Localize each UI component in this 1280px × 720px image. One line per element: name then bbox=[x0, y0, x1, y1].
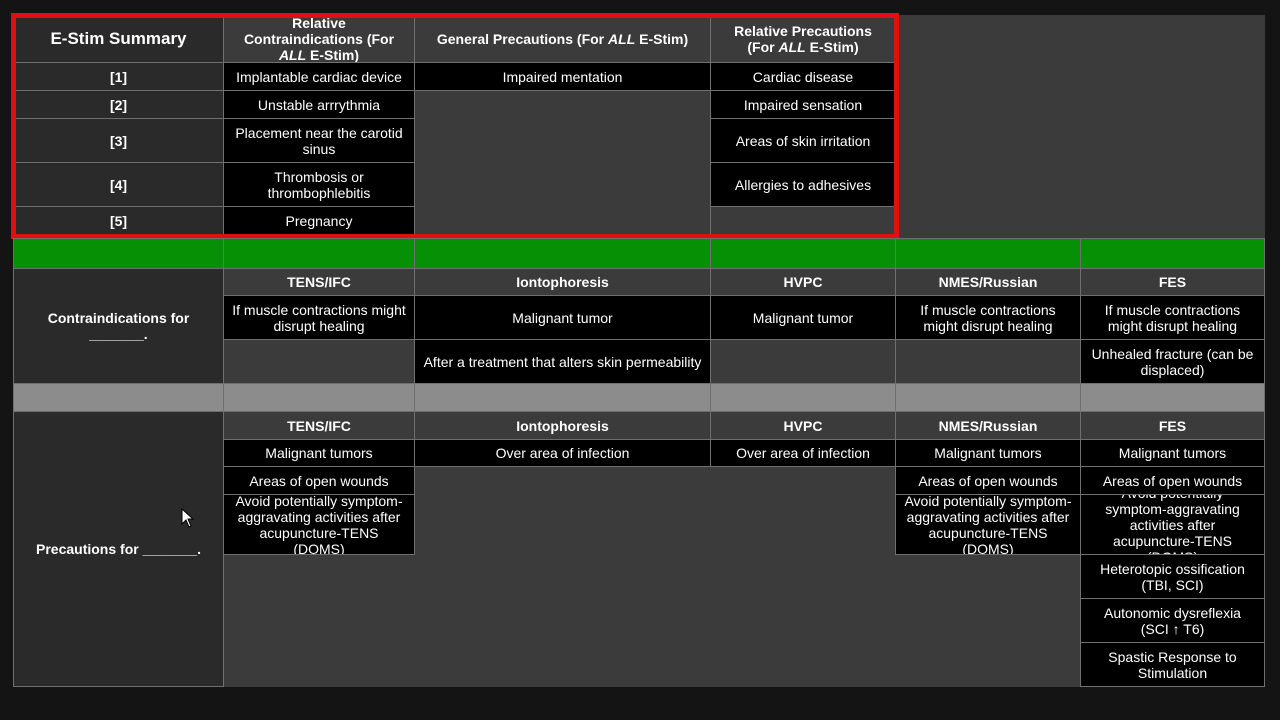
summary-title: E-Stim Summary bbox=[13, 15, 224, 63]
prec-fes-2: Areas of open wounds bbox=[1080, 466, 1265, 495]
mouse-pointer-icon bbox=[181, 508, 195, 528]
rel-prec-3: Areas of skin irritation bbox=[710, 118, 896, 163]
gray-band-cell bbox=[13, 383, 224, 412]
row-number-5: [5] bbox=[13, 206, 224, 236]
rel-contra-1: Implantable cardiac device bbox=[223, 62, 415, 91]
contra-header-fes: FES bbox=[1080, 268, 1265, 296]
contra-hvpc-2 bbox=[710, 339, 896, 384]
contra-header-nmes: NMES/Russian bbox=[895, 268, 1081, 296]
prec-header-iontophoresis: Iontophoresis bbox=[414, 411, 711, 440]
rel-contra-4: Thrombosis or thrombophlebitis bbox=[223, 162, 415, 207]
rel-contra-2: Unstable arrrythmia bbox=[223, 90, 415, 119]
prec-ionto-1: Over area of infection bbox=[414, 439, 711, 467]
prec-fes-1: Malignant tumors bbox=[1080, 439, 1265, 467]
header-general-precautions: General Precautions (For ALL E-Stim) bbox=[414, 15, 711, 63]
prec-nmes-2: Areas of open wounds bbox=[895, 466, 1081, 495]
prec-nmes-1: Malignant tumors bbox=[895, 439, 1081, 467]
row-number-3: [3] bbox=[13, 118, 224, 163]
green-band-cell bbox=[710, 238, 896, 269]
row-number-2: [2] bbox=[13, 90, 224, 119]
prec-fes-4: Heterotopic ossification (TBI, SCI) bbox=[1080, 554, 1265, 599]
header-relative-precautions: Relative Precautions (For ALL E-Stim) bbox=[710, 15, 896, 63]
contra-ionto-2: After a treatment that alters skin perme… bbox=[414, 339, 711, 384]
gray-band-cell bbox=[710, 383, 896, 412]
gray-band-cell bbox=[414, 383, 711, 412]
contra-fes-1: If muscle contractions might disrupt hea… bbox=[1080, 295, 1265, 340]
rel-contra-3: Placement near the carotid sinus bbox=[223, 118, 415, 163]
contra-header-tens: TENS/IFC bbox=[223, 268, 415, 296]
rel-prec-4: Allergies to adhesives bbox=[710, 162, 896, 207]
contra-hvpc-1: Malignant tumor bbox=[710, 295, 896, 340]
prec-header-nmes: NMES/Russian bbox=[895, 411, 1081, 440]
header-relative-contraindications-text: Relative Contraindications (For ALL E-St… bbox=[243, 15, 395, 63]
contra-tens-2 bbox=[223, 339, 415, 384]
prec-fes-3: Avoid potentially symptom-aggravating ac… bbox=[1080, 494, 1265, 555]
prec-header-hvpc: HVPC bbox=[710, 411, 896, 440]
contra-header-hvpc: HVPC bbox=[710, 268, 896, 296]
contra-fes-2: Unhealed fracture (can be displaced) bbox=[1080, 339, 1265, 384]
gen-prec-1: Impaired mentation bbox=[414, 62, 711, 91]
gray-band-cell bbox=[223, 383, 415, 412]
header-relative-contraindications: Relative Contraindications (For ALL E-St… bbox=[223, 15, 415, 63]
green-band-cell bbox=[13, 238, 224, 269]
header-general-precautions-text: General Precautions (For ALL E-Stim) bbox=[436, 31, 689, 47]
green-band-cell bbox=[414, 238, 711, 269]
contraindications-label: Contraindications for _______. bbox=[13, 268, 224, 384]
prec-tens-2: Areas of open wounds bbox=[223, 466, 415, 495]
prec-fes-5: Autonomic dysreflexia (SCI ↑ T6) bbox=[1080, 598, 1265, 643]
contra-tens-1: If muscle contractions might disrupt hea… bbox=[223, 295, 415, 340]
precautions-label: Precautions for _______. bbox=[13, 411, 224, 687]
rel-prec-2: Impaired sensation bbox=[710, 90, 896, 119]
gray-band-cell bbox=[1080, 383, 1265, 412]
row-number-4: [4] bbox=[13, 162, 224, 207]
prec-tens-3: Avoid potentially symptom-aggravating ac… bbox=[223, 494, 415, 555]
contra-ionto-1: Malignant tumor bbox=[414, 295, 711, 340]
prec-header-fes: FES bbox=[1080, 411, 1265, 440]
green-band-cell bbox=[1080, 238, 1265, 269]
rel-prec-1: Cardiac disease bbox=[710, 62, 896, 91]
green-band-cell bbox=[895, 238, 1081, 269]
row-number-1: [1] bbox=[13, 62, 224, 91]
gray-band-cell bbox=[895, 383, 1081, 412]
prec-header-tens: TENS/IFC bbox=[223, 411, 415, 440]
contra-header-iontophoresis: Iontophoresis bbox=[414, 268, 711, 296]
rel-contra-5: Pregnancy bbox=[223, 206, 415, 236]
prec-fes-6: Spastic Response to Stimulation bbox=[1080, 642, 1265, 687]
prec-tens-1: Malignant tumors bbox=[223, 439, 415, 467]
contra-nmes-1: If muscle contractions might disrupt hea… bbox=[895, 295, 1081, 340]
rel-prec-5 bbox=[710, 206, 896, 236]
prec-hvpc-1: Over area of infection bbox=[710, 439, 896, 467]
prec-nmes-3: Avoid potentially symptom-aggravating ac… bbox=[895, 494, 1081, 555]
contra-nmes-2 bbox=[895, 339, 1081, 384]
header-relative-precautions-text: Relative Precautions (For ALL E-Stim) bbox=[734, 23, 872, 55]
green-band-cell bbox=[223, 238, 415, 269]
